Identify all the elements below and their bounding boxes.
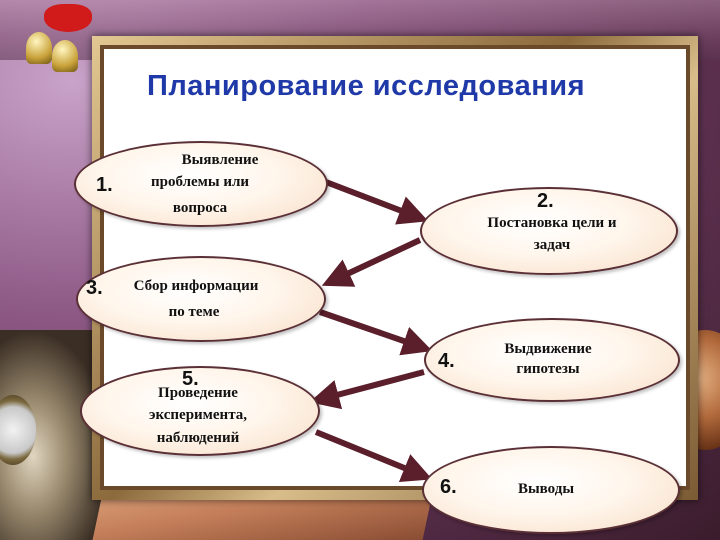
- arrow-1-to-2: [324, 179, 429, 225]
- step-6-node: [422, 446, 680, 534]
- step-4-line-2: гипотезы: [516, 361, 580, 377]
- step-1-node: [74, 141, 328, 227]
- step-5-line-1: Проведение: [158, 385, 238, 401]
- step-1-number: 1.: [96, 174, 113, 196]
- step-4-node: [424, 318, 680, 402]
- bell-icon: [52, 40, 78, 72]
- step-2-line-2: задач: [533, 237, 571, 253]
- step-5-line-2: эксперимента,: [148, 407, 247, 423]
- step-2-line-1: Постановка цели и: [487, 215, 617, 231]
- step-2-number: 2.: [537, 190, 554, 212]
- step-6-number: 6.: [440, 476, 457, 498]
- step-5-line-3: наблюдений: [156, 430, 240, 446]
- arrow-4-to-5: [309, 369, 425, 410]
- bell-icon: [26, 32, 52, 64]
- arrow-3-to-4: [319, 309, 433, 356]
- step-2-node: [420, 187, 678, 275]
- clock-icon: [0, 395, 36, 465]
- step-1-line-3: вопроса: [172, 200, 228, 216]
- arrow-2-to-3: [321, 237, 422, 287]
- step-5-node: [80, 366, 320, 456]
- step-3-line-2: по теме: [168, 304, 220, 320]
- step-4-line-1: Выдвижение: [504, 341, 592, 357]
- step-4-number: 4.: [438, 350, 455, 372]
- step-1-line-1: Выявление: [181, 152, 259, 168]
- step-1-line-2: проблемы или: [150, 174, 250, 190]
- step-3-line-1: Сбор информации: [133, 278, 259, 294]
- red-bow-icon: [44, 4, 92, 32]
- step-5-number: 5.: [182, 368, 199, 390]
- arrow-5-to-6: [314, 429, 433, 482]
- step-3-node: [76, 256, 326, 342]
- bells-decoration: [6, 4, 96, 94]
- slide-title: Планирование исследования: [147, 70, 585, 102]
- step-6-line-1: Выводы: [517, 481, 575, 497]
- step-3-number: 3.: [86, 277, 103, 299]
